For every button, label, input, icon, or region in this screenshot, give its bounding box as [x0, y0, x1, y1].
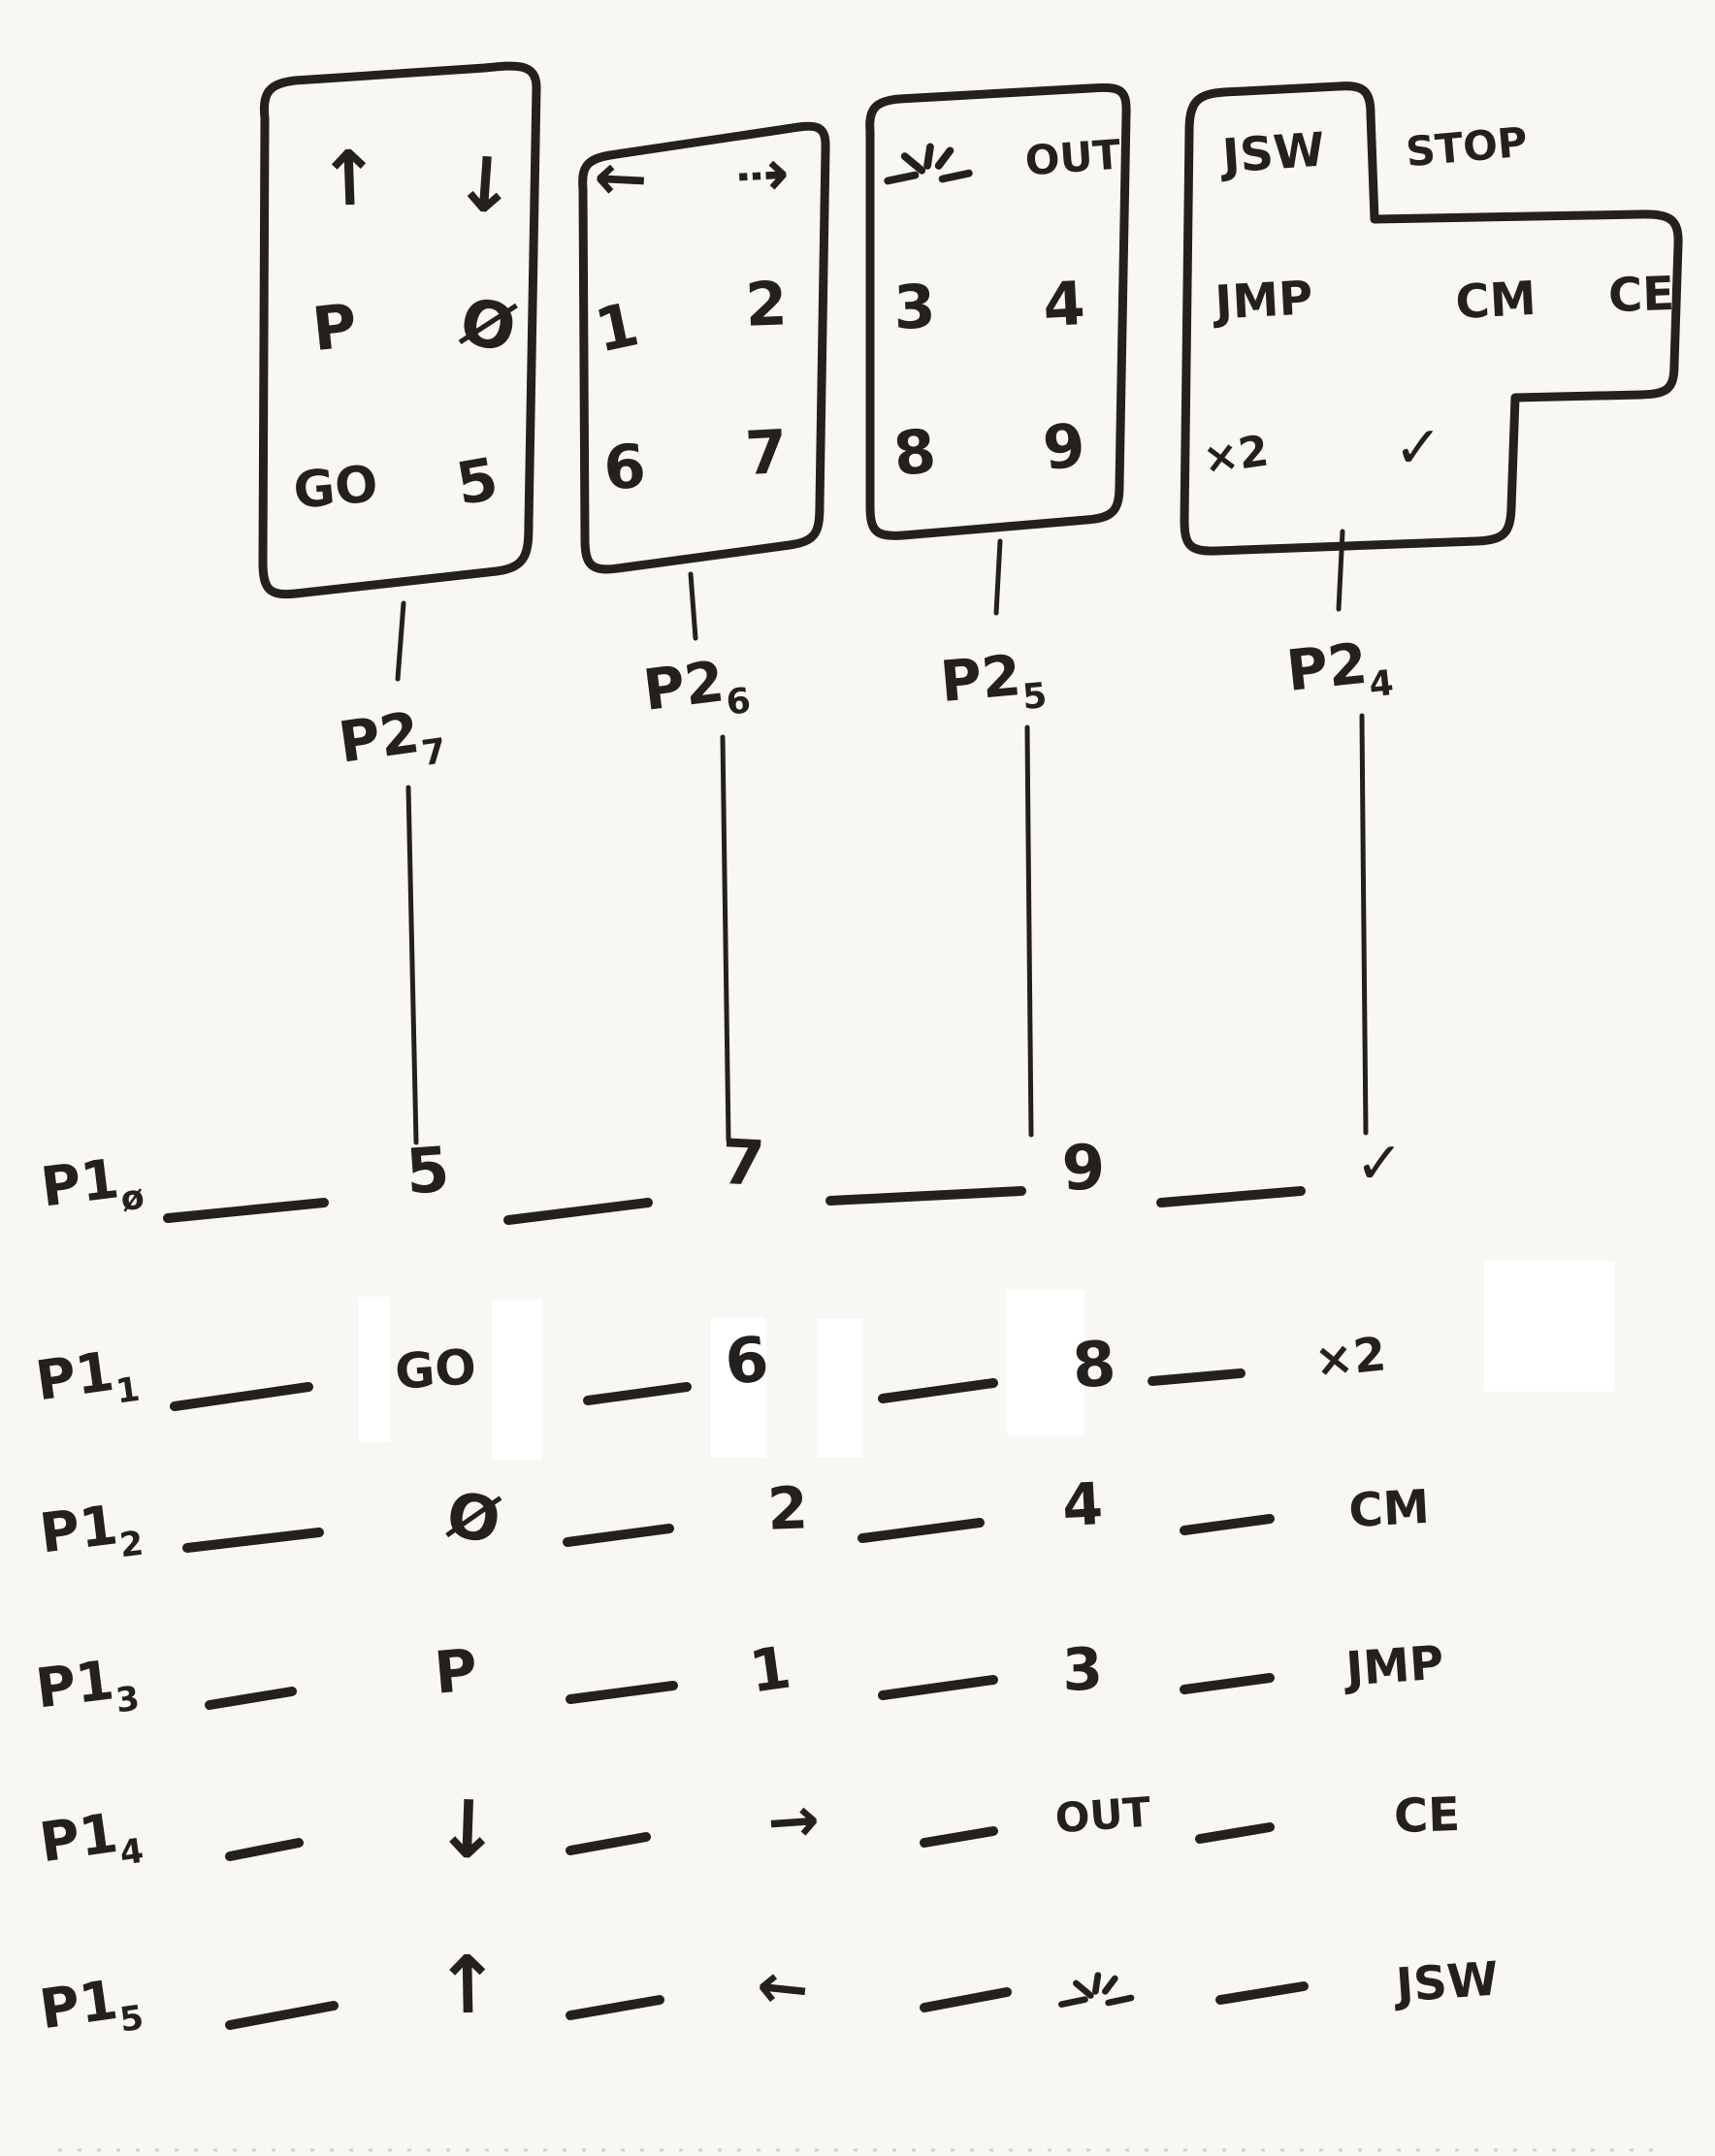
key-4: 4 [1041, 267, 1087, 341]
row-label-p10: P1ø [37, 1147, 146, 1220]
key-p: P [308, 289, 361, 366]
matrix-cell-burst-icon [1055, 1959, 1139, 2017]
matrix-cell-down-arrow-icon: ↓ [433, 1783, 503, 1879]
key-down-arrow-icon: ↓ [450, 140, 520, 233]
key-check-icon: ✓ [1393, 414, 1443, 482]
matrix-cell: 1 [745, 1633, 795, 1707]
key-x2: ×2 [1199, 426, 1272, 485]
port-label-p24: P24 [1283, 629, 1396, 706]
port-label-p25: P25 [937, 642, 1050, 718]
row-label-p15: P15 [36, 1968, 146, 2043]
matrix-cell: 2 [765, 1474, 810, 1544]
key-cm: CM [1454, 271, 1537, 331]
matrix-cell: 8 [1070, 1328, 1118, 1403]
key-go: GO [291, 455, 380, 521]
port-label-p26: P26 [639, 648, 754, 724]
matrix-row-dashes [163, 1186, 1309, 2030]
matrix-cell: ×2 [1311, 1327, 1389, 1389]
matrix-cell: 6 [721, 1323, 773, 1400]
key-2: 2 [744, 268, 789, 340]
row-label-p11: P11 [32, 1339, 143, 1414]
key-jsw: JSW [1220, 122, 1327, 184]
key-3: 3 [892, 271, 937, 343]
matrix-cell-check-icon: ✓ [1354, 1130, 1405, 1198]
matrix-cell: JMP [1343, 1635, 1446, 1697]
key-out: OUT [1023, 130, 1122, 185]
matrix-cell: 3 [1060, 1635, 1105, 1705]
matrix-cell: 5 [404, 1134, 452, 1209]
matrix-cell: CM [1347, 1479, 1431, 1539]
keypad-2-outline [578, 121, 830, 574]
matrix-cell-right-arrow-icon: → [764, 1784, 823, 1859]
matrix-cell: 9 [1060, 1132, 1107, 1206]
row-label-p13: P13 [32, 1649, 143, 1722]
key-9: 9 [1039, 408, 1089, 485]
key-burst-icon [881, 128, 978, 196]
key-right-dashed-arrow-icon: ⇢ [733, 135, 792, 213]
matrix-cell: CE [1393, 1786, 1461, 1845]
key-6: 6 [600, 430, 649, 504]
matrix-cell: P [432, 1636, 480, 1708]
port-label-p27: P27 [334, 698, 449, 776]
key-7: 7 [743, 415, 790, 490]
matrix-cell: 4 [1060, 1469, 1105, 1541]
keypad-1-outline [258, 61, 541, 599]
key-stop: STOP [1404, 117, 1530, 177]
key-8: 8 [890, 414, 940, 491]
keypad-to-port-stems [395, 529, 1345, 682]
keypad-4-outline [1180, 81, 1683, 556]
whiteout-patches [359, 1261, 1615, 1460]
matrix-cell: GO [393, 1338, 478, 1400]
port-column-wires [405, 713, 1369, 1145]
matrix-cell: JSW [1394, 1951, 1501, 2013]
key-up-arrow-icon: ↑ [315, 134, 383, 225]
matrix-cell: OUT [1053, 1787, 1152, 1843]
row-label-p12: P12 [36, 1494, 146, 1566]
key-jmp: JMP [1213, 271, 1314, 331]
row-label-p14: P14 [36, 1801, 146, 1876]
keypad-3-outline [865, 82, 1131, 540]
matrix-cell: 7 [719, 1126, 767, 1202]
matrix-cell: Ø [440, 1478, 506, 1560]
matrix-cell-left-arrow-icon: ← [753, 1949, 813, 2027]
key-ce: CE [1607, 266, 1675, 324]
key-left-arrow-icon: ← [592, 139, 650, 217]
matrix-cell-up-arrow-icon: ↑ [433, 1939, 502, 2033]
